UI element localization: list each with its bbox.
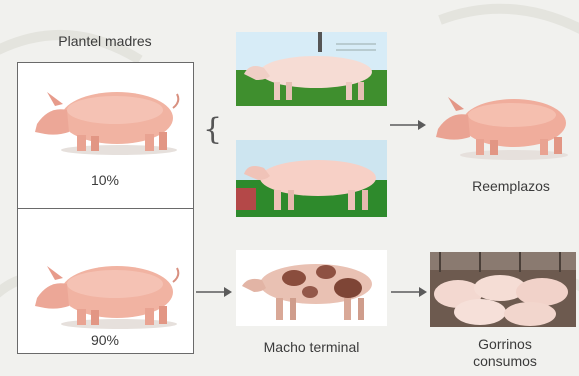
piglets-label: Gorrinos consumos (450, 336, 560, 370)
sow-bottom-image (27, 252, 182, 332)
piglets-label-line1: Gorrinos (478, 336, 532, 352)
arrow-to-terminal-icon (196, 285, 232, 299)
replacements-label: Reemplazos (456, 178, 566, 194)
arrow-to-piglets-icon (391, 285, 427, 299)
sow-group-title: Plantel madres (40, 33, 170, 49)
percent-top-label: 10% (70, 172, 140, 188)
brace-icon: { (203, 112, 222, 147)
breed-boar-photo-top (236, 32, 387, 106)
frame-divider (18, 208, 193, 209)
terminal-boar-label: Macho terminal (236, 339, 387, 355)
sow-top-image (27, 80, 182, 160)
replacement-gilt-image (430, 85, 576, 163)
piglets-label-line2: consumos (473, 353, 537, 369)
arrow-to-replacements-icon (390, 118, 426, 132)
terminal-boar-image (236, 250, 387, 326)
piglets-photo (430, 252, 576, 327)
breed-boar-photo-bottom (236, 140, 387, 217)
percent-bottom-label: 90% (70, 332, 140, 348)
